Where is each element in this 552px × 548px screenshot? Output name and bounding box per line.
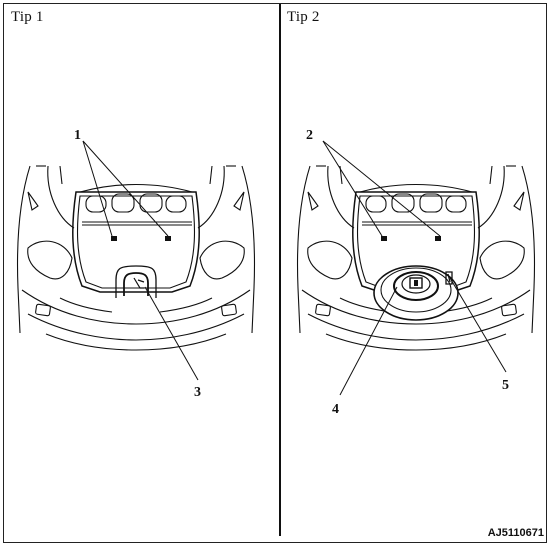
car-illustration-tip-1 <box>16 165 256 351</box>
panel-divider <box>279 4 281 536</box>
callout-4: 4 <box>332 402 339 417</box>
car-illustration-tip-2 <box>296 165 536 351</box>
callout-3: 3 <box>194 385 201 400</box>
tie-down-hook-left <box>381 236 387 241</box>
tie-down-hook-left <box>111 236 117 241</box>
jack-tool <box>445 271 453 285</box>
callout-5: 5 <box>502 378 509 393</box>
panel-title-tip-1: Tip 1 <box>11 9 44 25</box>
tie-down-hook-right <box>165 236 171 241</box>
callout-2: 2 <box>306 128 313 143</box>
tie-down-hook-right <box>435 236 441 241</box>
callout-leaders-tip-2 <box>322 140 507 396</box>
figure-code: AJ5110671 <box>487 527 544 539</box>
panel-title-tip-2: Tip 2 <box>287 9 320 25</box>
figure-frame <box>3 3 547 543</box>
callout-leaders-tip-1 <box>82 140 199 381</box>
callout-1: 1 <box>74 128 81 143</box>
